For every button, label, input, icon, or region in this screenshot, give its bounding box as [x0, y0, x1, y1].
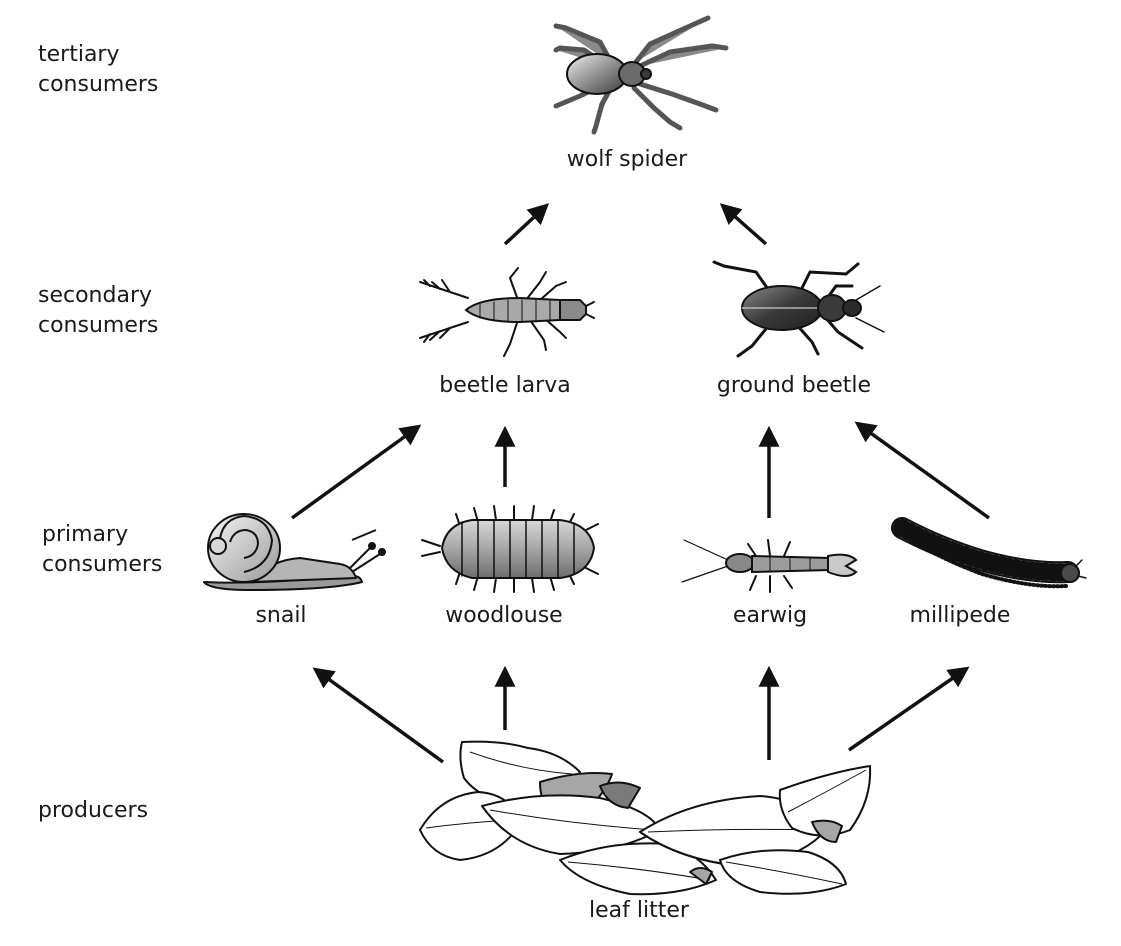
earwig-illustration: [681, 539, 858, 593]
label-wolf-spider: wolf spider: [566, 147, 688, 172]
level-label-primary-line1: primary: [42, 522, 129, 547]
level-label-tertiary: tertiary consumers: [38, 40, 158, 100]
level-label-tertiary-line1: tertiary: [38, 42, 120, 67]
label-earwig: earwig: [732, 603, 808, 628]
arrow-snail-to-beetle-larva: [290, 424, 422, 520]
millipede-illustration: [891, 517, 1087, 589]
label-ground-beetle: ground beetle: [716, 373, 872, 398]
label-beetle-larva: beetle larva: [439, 373, 571, 398]
snail-illustration: [203, 513, 386, 591]
level-label-secondary: secondary consumers: [38, 281, 158, 341]
woodlouse-illustration: [421, 505, 599, 593]
arrow-leaf-litter-to-millipede: [848, 666, 970, 752]
arrow-ground-beetle-to-wolf-spider: [719, 203, 768, 246]
label-snail: snail: [255, 603, 307, 628]
level-label-primary: primary consumers: [42, 520, 162, 580]
ground-beetle-illustration: [712, 260, 885, 358]
level-label-tertiary-line2: consumers: [38, 72, 159, 97]
level-label-producers-line1: producers: [38, 798, 149, 823]
arrow-beetle-larva-to-wolf-spider: [503, 203, 550, 246]
level-label-secondary-line2: consumers: [38, 313, 159, 338]
label-millipede: millipede: [909, 603, 1011, 628]
label-woodlouse: woodlouse: [445, 603, 563, 628]
leaf-litter-illustration: [419, 740, 872, 896]
arrow-millipede-to-ground-beetle: [854, 421, 991, 520]
level-label-secondary-line1: secondary: [38, 283, 153, 308]
level-label-producers: producers: [38, 796, 148, 826]
feeding-arrows: [290, 203, 991, 764]
wolf-spider-illustration: [553, 15, 729, 135]
beetle-larva-illustration: [419, 267, 595, 357]
label-leaf-litter: leaf litter: [589, 898, 689, 923]
level-label-primary-line2: consumers: [42, 552, 163, 577]
arrow-leaf-litter-to-snail: [312, 667, 445, 764]
